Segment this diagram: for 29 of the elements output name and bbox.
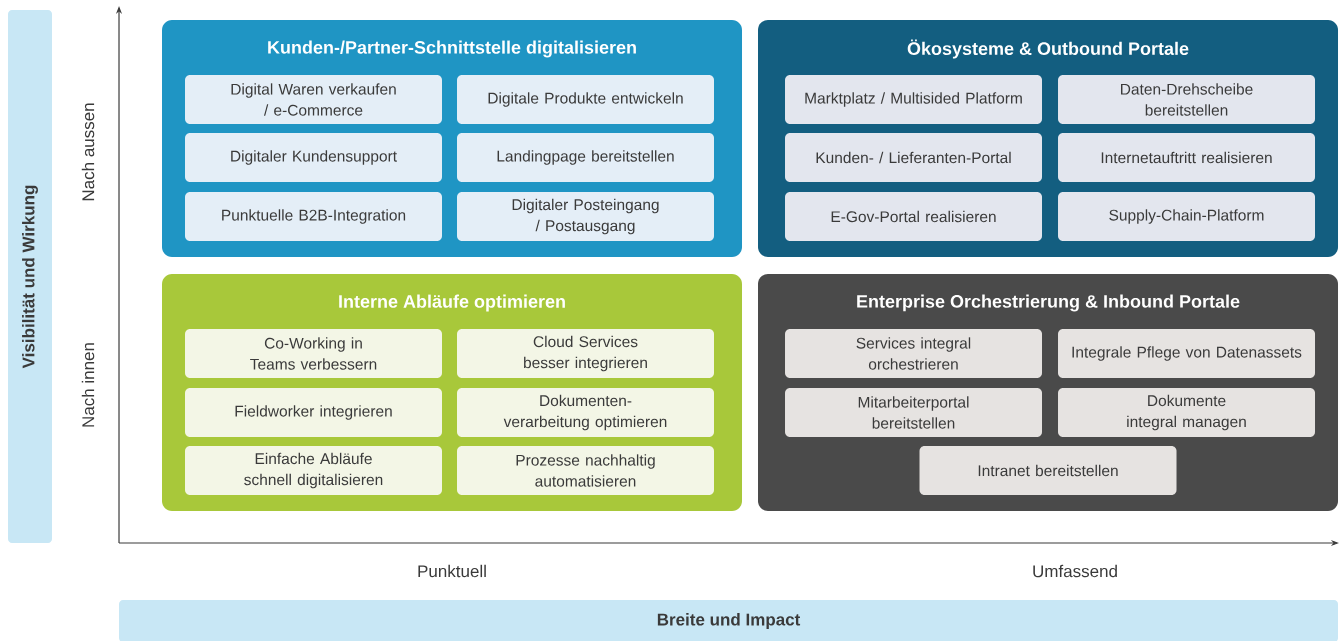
item-box: Integrale Pflege von Datenassets [1058, 329, 1315, 378]
axis-band: Visibilität und Wirkung [8, 10, 52, 543]
axis-band: Breite und Impact [119, 600, 1338, 641]
item-box: Internetauftritt realisieren [1058, 133, 1315, 182]
item-box: Digitale Produkte entwickeln [457, 75, 714, 124]
item-box: Co-Working in Teams verbessern [185, 329, 442, 378]
axis-label: Nach aussen [81, 103, 95, 201]
item-box: Kunden- / Lieferanten-Portal [785, 133, 1042, 182]
axis-label: Nach innen [81, 343, 95, 427]
item-box: Supply-Chain-Platform [1058, 192, 1315, 241]
item-box: Digitaler Posteingang / Postausgang [457, 192, 714, 241]
item-box: E-Gov-Portal realisieren [785, 192, 1042, 241]
item-box: Marktplatz / Multisided Platform [785, 75, 1042, 124]
item-box: Fieldworker integrieren [185, 388, 442, 437]
axis-label: Umfassend [1033, 564, 1117, 578]
item-box: Services integral orchestrieren [785, 329, 1042, 378]
item-box: Einfache Abläufe schnell digitalisieren [185, 446, 442, 495]
item-box: Daten-Drehscheibe bereitstellen [1058, 75, 1315, 124]
item-box: Dokumente integral managen [1058, 388, 1315, 437]
item-box: Dokumenten- verarbeitung optimieren [457, 388, 714, 437]
item-box: Digital Waren verkaufen / e-Commerce [185, 75, 442, 124]
item-box: Cloud Services besser integrieren [457, 329, 714, 378]
item-box: Digitaler Kundensupport [185, 133, 442, 182]
item-box: Punktuelle B2B-Integration [185, 192, 442, 241]
item-box: Prozesse nachhaltig automatisieren [457, 446, 714, 495]
item-box: Intranet bereitstellen [919, 446, 1177, 495]
item-box: Mitarbeiterportal bereitstellen [785, 388, 1042, 437]
axis-label: Punktuell [418, 564, 486, 578]
item-box: Landingpage bereitstellen [457, 133, 714, 182]
